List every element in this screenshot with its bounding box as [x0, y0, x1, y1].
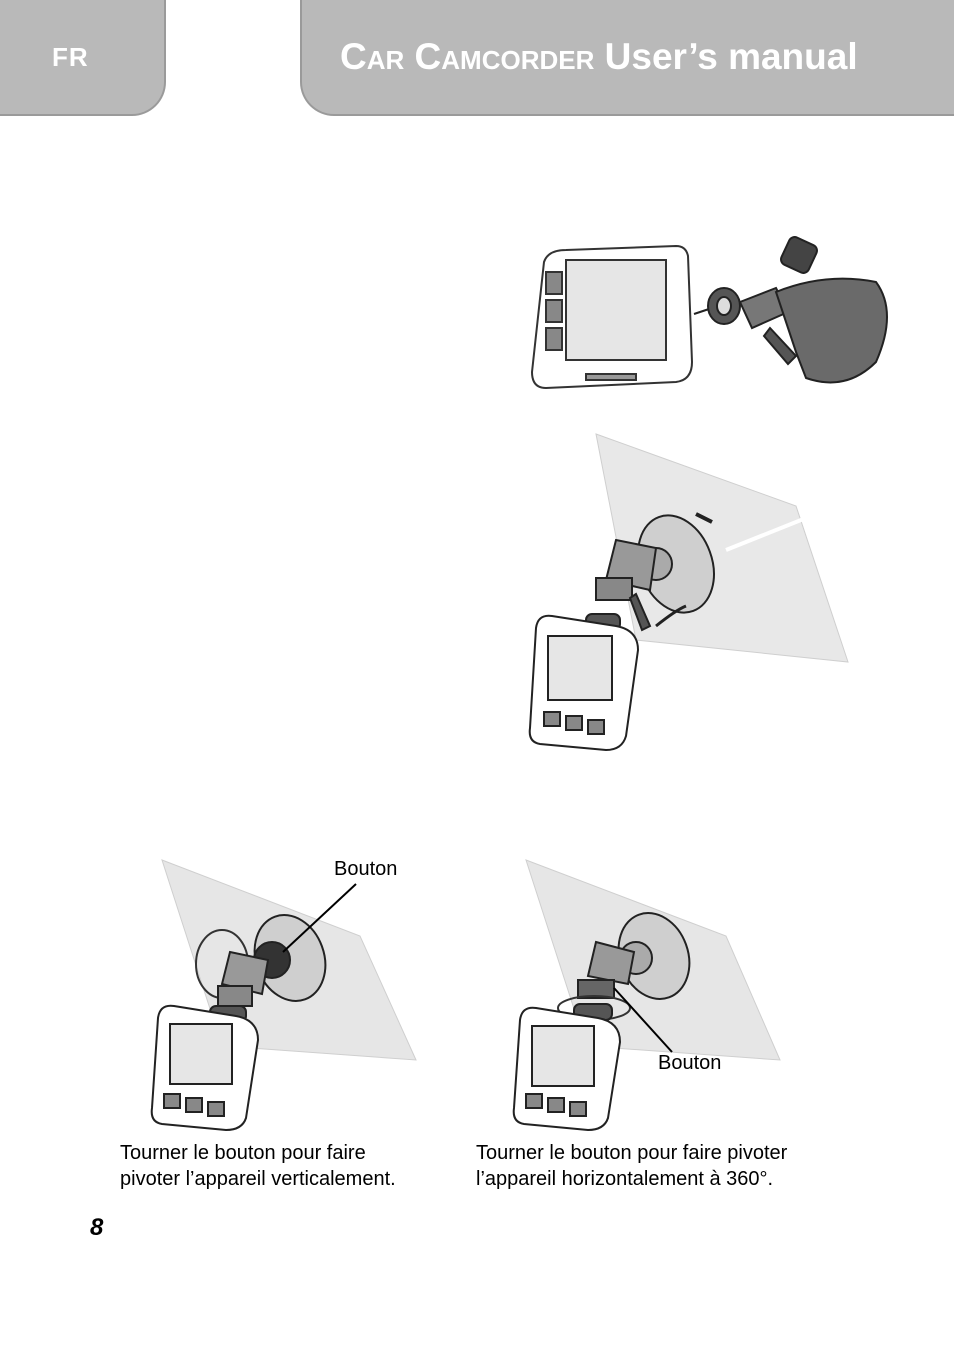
caption-left: Tourner le bouton pour faire pivoter l’a… [120, 1140, 396, 1192]
figure-mount-attach [530, 236, 888, 390]
caption-left-line2: pivoter l’appareil verticalement. [120, 1168, 396, 1190]
caption-right: Tourner le bouton pour faire pivoter l’a… [476, 1140, 787, 1192]
title-rest: User’s manual [594, 36, 858, 77]
figure-windshield-mount [528, 433, 849, 752]
language-label: FR [52, 42, 89, 72]
header-banner: Car Camcorder User’s manual [300, 0, 954, 116]
language-tab: FR [0, 0, 166, 116]
page-title: Car Camcorder User’s manual [340, 36, 858, 78]
callout-label-left: Bouton [334, 858, 398, 880]
callout-line-right [613, 987, 673, 1053]
title-brand: Car Camcorder [340, 36, 595, 77]
caption-right-line1: Tourner le bouton pour faire pivoter [476, 1142, 788, 1164]
page-number: 8 [90, 1214, 104, 1241]
callout-line-left [282, 883, 357, 953]
callout-label-right: Bouton [658, 1052, 722, 1074]
caption-right-line2: l’appareil horizontalement à 360°. [476, 1168, 774, 1190]
figure-vertical-rotation [150, 859, 417, 1132]
figure-horizontal-rotation [512, 859, 781, 1132]
caption-left-line1: Tourner le bouton pour faire [120, 1142, 366, 1164]
